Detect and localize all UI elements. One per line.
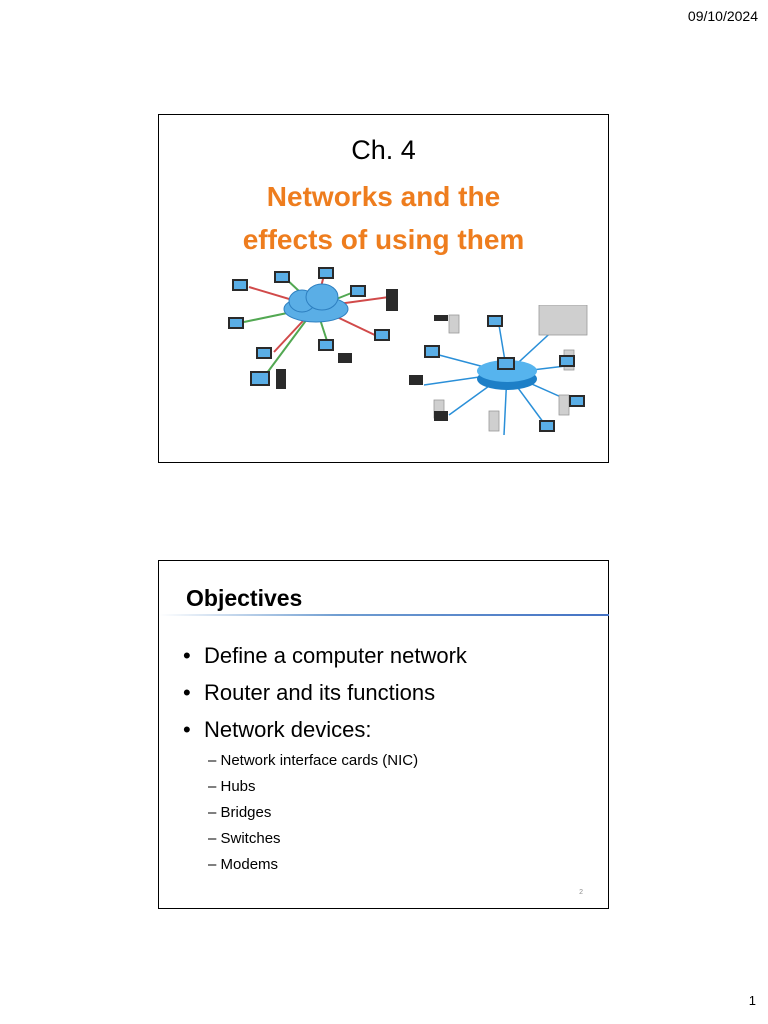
print-date: 09/10/2024 <box>687 8 758 24</box>
title-line-1: Networks and the <box>266 181 501 212</box>
slide-number: 2 <box>579 889 583 896</box>
slide-2: Objectives Define a computer network Rou… <box>158 560 609 909</box>
sub-list: – Network interface cards (NIC) – Hubs –… <box>183 748 467 878</box>
list-item: Router and its functions <box>183 674 467 711</box>
page-number: 1 <box>748 993 756 1008</box>
sub-list-item: – Switches <box>208 830 281 847</box>
list-item: Define a computer network <box>183 637 467 674</box>
slide-title: Networks and the effects of using them <box>159 175 608 261</box>
objectives-list: Define a computer network Router and its… <box>183 637 467 878</box>
sub-list-item: – Network interface cards (NIC) <box>208 752 419 769</box>
title-line-2: effects of using them <box>242 224 525 255</box>
list-item: Network devices: <box>183 711 467 748</box>
star-network-illustration <box>409 305 588 436</box>
cloud-network-illustration <box>228 267 398 389</box>
slide-1: Ch. 4 Networks and the effects of using … <box>158 114 609 463</box>
sub-list-item: – Bridges <box>208 804 272 821</box>
list-item-label: Network devices: <box>204 717 372 742</box>
sub-list-wrapper: – Network interface cards (NIC) – Hubs –… <box>183 748 467 878</box>
sub-list-item: – Hubs <box>208 778 256 795</box>
sub-list-item: – Modems <box>208 856 279 873</box>
slide-heading: Objectives <box>186 585 303 611</box>
heading-rule <box>159 614 609 616</box>
chapter-label: Ch. 4 <box>351 135 416 165</box>
